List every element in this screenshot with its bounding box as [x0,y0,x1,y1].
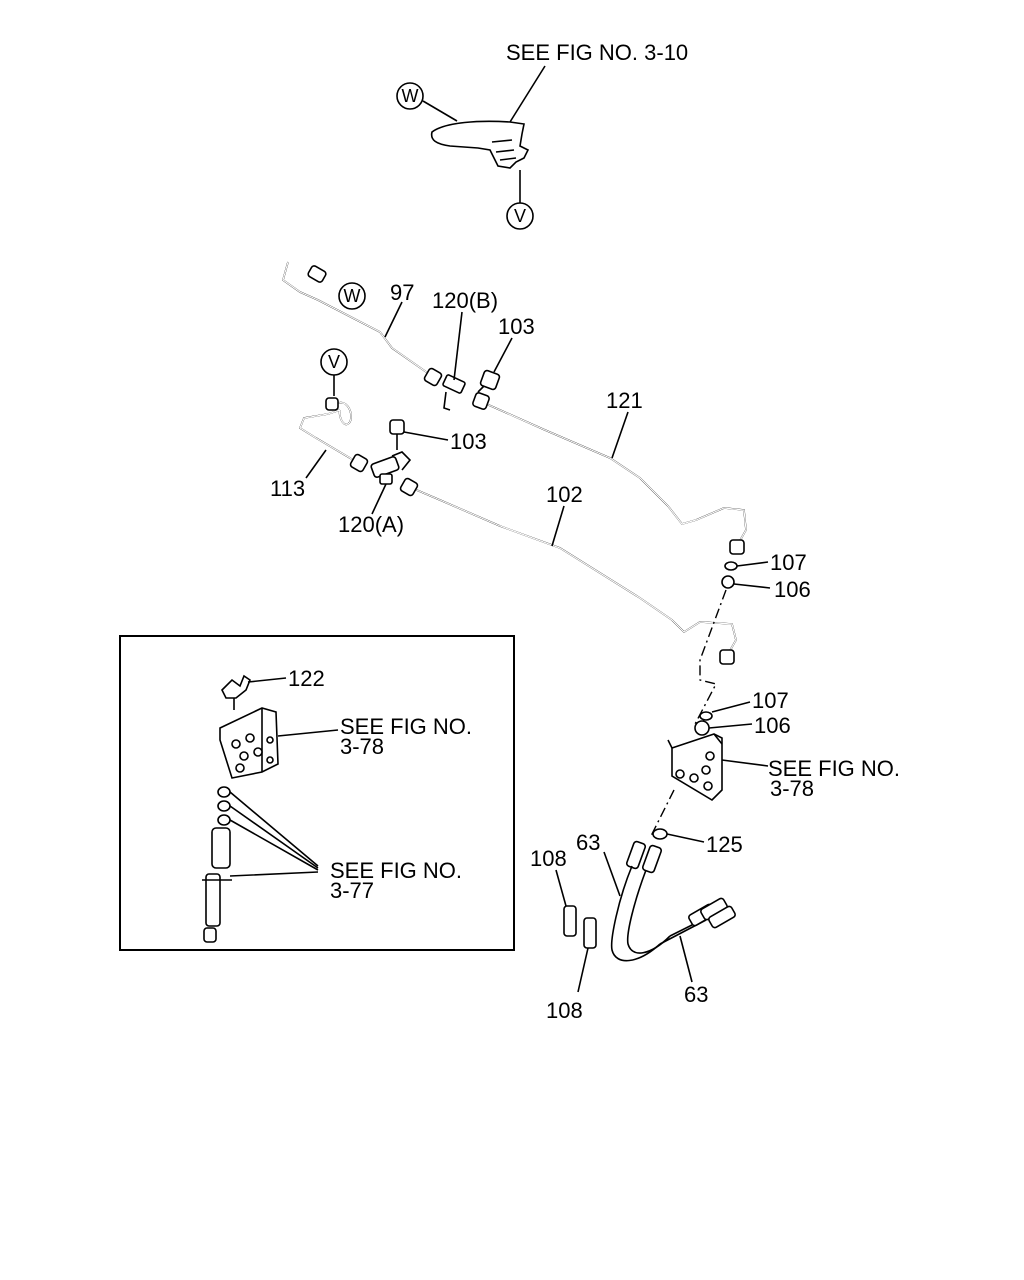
leader-113 [305,449,327,479]
seal-125 [652,828,668,840]
sleeve-108-upper [563,905,577,937]
nut-97 [423,367,443,387]
marker-w-mid: W [338,282,366,310]
fitting-w-end [307,265,327,283]
nut-106-lower [694,720,710,736]
inset-fig2-l2: 3-77 [330,878,374,903]
bolt-103-upper [477,369,501,393]
label-107-upper: 107 [770,550,807,575]
label-103-lower: 103 [450,429,487,454]
leader-inset-fig1 [277,729,339,737]
leader-97 [384,301,403,338]
label-125: 125 [706,832,743,857]
inset-box [119,635,515,951]
sleeve-108-lower [583,917,597,949]
leader-125 [666,833,705,843]
inset-washers [217,786,231,826]
leader-inset-fig2 [229,791,319,877]
inset-fig1-l1: SEE FIG NO. [340,714,472,739]
fitting-122 [221,674,251,710]
svg-text:W: W [344,286,361,306]
washer-107-lower [699,711,713,721]
see-fig-right-l1: SEE FIG NO. [768,756,900,781]
hose-63-lower [659,897,736,945]
leader-see-fig-top [509,65,546,123]
leader-w-top [422,100,458,122]
label-120b: 120(B) [432,288,498,313]
nut-121-start [472,392,490,410]
label-122: 122 [288,666,325,691]
washer-107-upper [724,561,738,571]
label-97: 97 [390,280,414,305]
label-108-upper: 108 [530,846,567,871]
inset-bracket [219,707,279,779]
label-106-upper: 106 [774,577,811,602]
label-103-upper: 103 [498,314,535,339]
pipe-113 [299,401,363,467]
bolt-103-lower [389,419,405,450]
leader-121 [611,411,629,459]
leader-63-lower [679,935,693,983]
nut-v-end [325,397,339,411]
junction-120b [442,374,466,411]
see-fig-right-l2: 3-78 [770,776,814,801]
nut-102-end [719,649,735,665]
leader-107-lower [711,701,751,713]
pipe-102 [411,487,737,655]
leader-120a [371,483,387,515]
nut-106-upper [721,575,735,589]
pipe-121 [481,401,747,545]
label-108-lower: 108 [546,998,583,1023]
leader-120b [453,311,463,381]
marker-w-top: W [396,82,424,110]
reference-part-top [430,120,530,169]
leader-122 [247,677,287,683]
bracket-right [667,733,723,802]
leader-103-upper [493,337,513,373]
marker-v-top: V [506,202,534,230]
svg-text:V: V [514,206,526,226]
label-107-lower: 107 [752,688,789,713]
leader-106-upper [733,583,771,589]
svg-text:W: W [402,86,419,106]
inset-injector [202,827,232,943]
assembly-axis-upper [693,589,727,727]
leader-103-lower [403,431,449,441]
label-121: 121 [606,388,643,413]
nut-102-start [399,477,419,497]
label-63-lower: 63 [684,982,708,1007]
nut-121-end [729,539,745,555]
leader-106-lower [708,723,753,729]
leader-63-upper [603,851,621,897]
hose-63-upper [610,840,671,962]
label-63-upper: 63 [576,830,600,855]
leader-107-upper [736,561,769,567]
label-106-lower: 106 [754,713,791,738]
junction-120a [370,451,412,485]
nut-113 [349,453,369,473]
label-120a: 120(A) [338,512,404,537]
inset-fig1-l2: 3-78 [340,734,384,759]
inset-fig2-l1: SEE FIG NO. [330,858,462,883]
leader-see-fig-right [721,759,769,767]
assembly-axis-lower [649,789,675,839]
svg-text:V: V [328,352,340,372]
see-fig-top-label: SEE FIG NO. 3-10 [506,40,688,65]
leader-108-upper [555,869,567,907]
pipe-97 [282,261,433,377]
leader-102 [551,505,565,547]
label-113: 113 [270,476,305,501]
label-102: 102 [546,482,583,507]
leader-108-lower [577,947,589,993]
marker-v-mid: V [320,348,348,376]
